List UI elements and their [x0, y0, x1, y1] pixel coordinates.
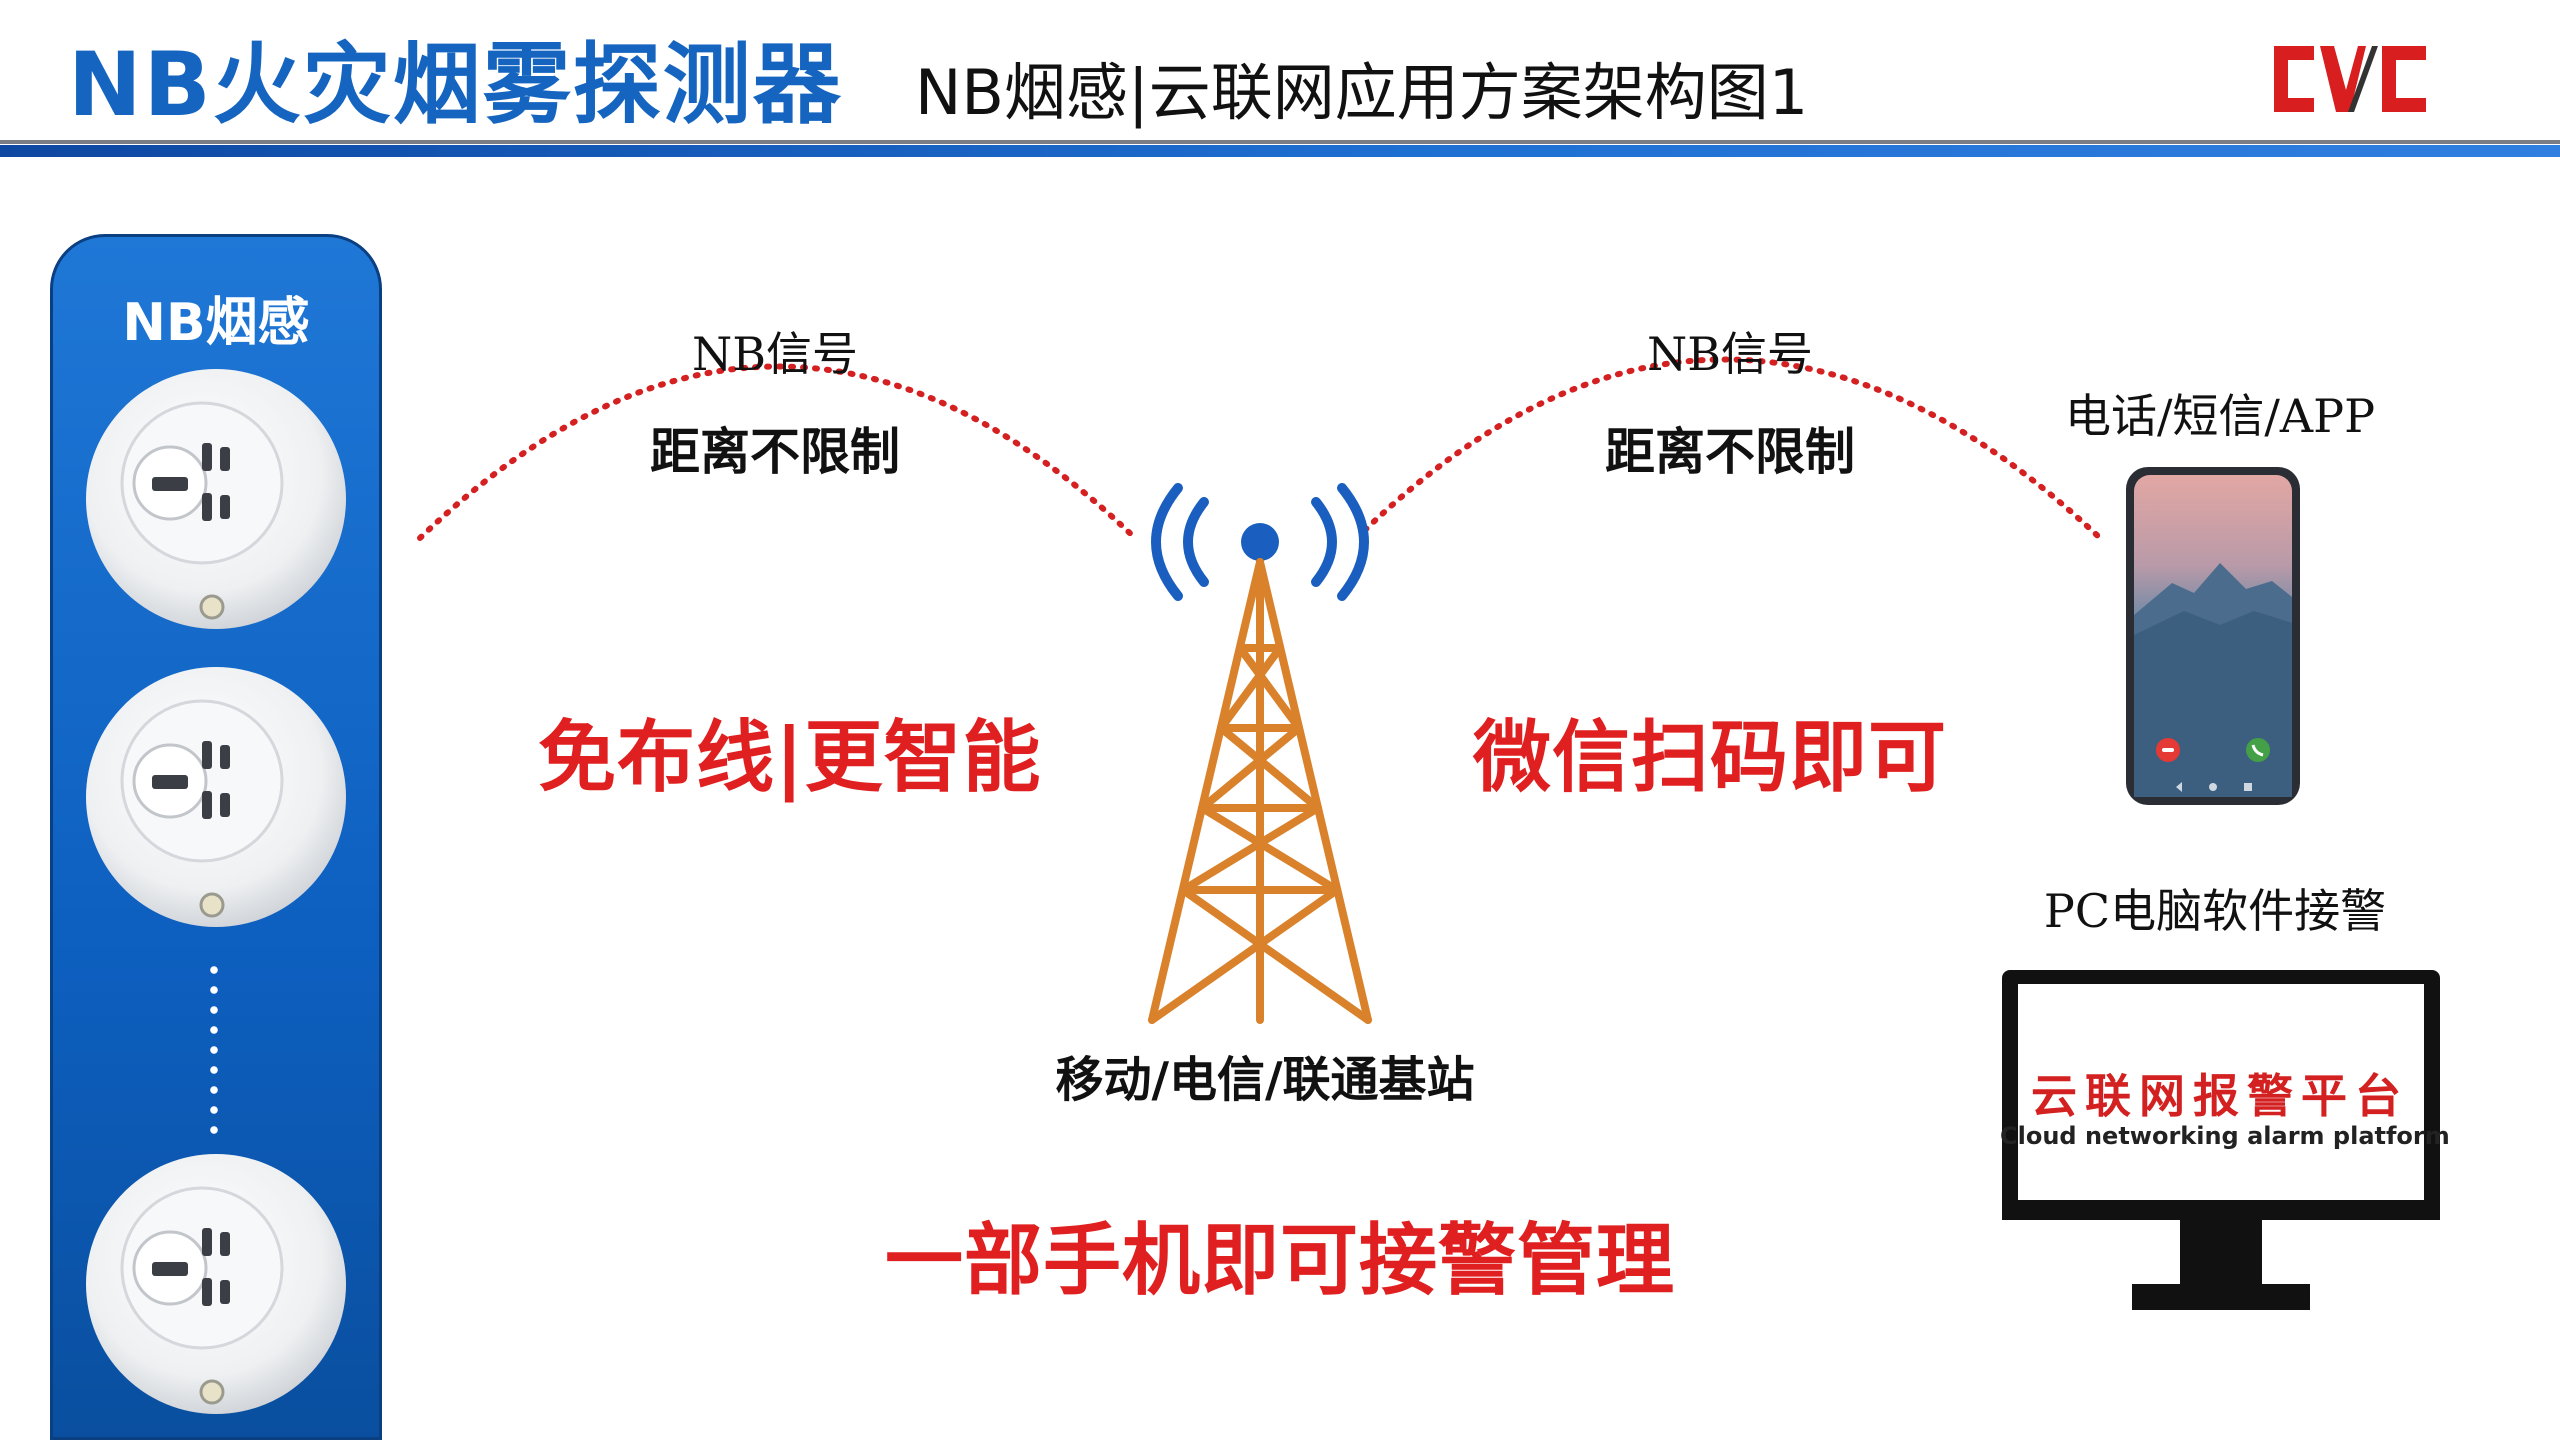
- bottom-slogan: 一部手机即可接警管理: [885, 1216, 1676, 1306]
- cvc-logo: [2274, 46, 2426, 112]
- detector-continuation-dots: [210, 960, 218, 1145]
- cell-tower-icon: [1148, 483, 1372, 1024]
- tower-label: 移动/电信/联通基站: [1055, 1052, 1475, 1108]
- platform-subtitle: Cloud networking alarm platform: [2000, 1122, 2450, 1150]
- pc-label: PC电脑软件接警: [2043, 884, 2387, 938]
- right-signal-label: NB信号: [1646, 327, 1814, 381]
- page-title: NB火灾烟雾探测器: [68, 33, 843, 136]
- smoke-detector-icon: [86, 667, 346, 927]
- platform-title: 云联网报警平台: [2031, 1069, 2409, 1123]
- page-subtitle: NB烟感|云联网应用方案架构图1: [915, 56, 1809, 129]
- header-divider-thin: [0, 140, 2560, 144]
- smoke-detector-icon: [86, 1154, 346, 1414]
- detector-panel-title: NB烟感: [122, 293, 310, 353]
- header-divider: [0, 145, 2560, 157]
- left-distance-label: 距离不限制: [650, 422, 900, 481]
- smoke-detector-icon: [86, 369, 346, 629]
- monitor-icon: [2002, 970, 2440, 1310]
- left-signal-arc: [417, 363, 1138, 541]
- smartphone-icon: [2126, 467, 2300, 805]
- right-distance-label: 距离不限制: [1605, 422, 1855, 481]
- phone-label: 电话/短信/APP: [2064, 389, 2376, 443]
- right-signal-arc: [1362, 356, 2103, 541]
- left-signal-label: NB信号: [691, 327, 859, 381]
- left-slogan: 免布线|更智能: [538, 713, 1042, 803]
- right-slogan: 微信扫码即可: [1473, 713, 1948, 803]
